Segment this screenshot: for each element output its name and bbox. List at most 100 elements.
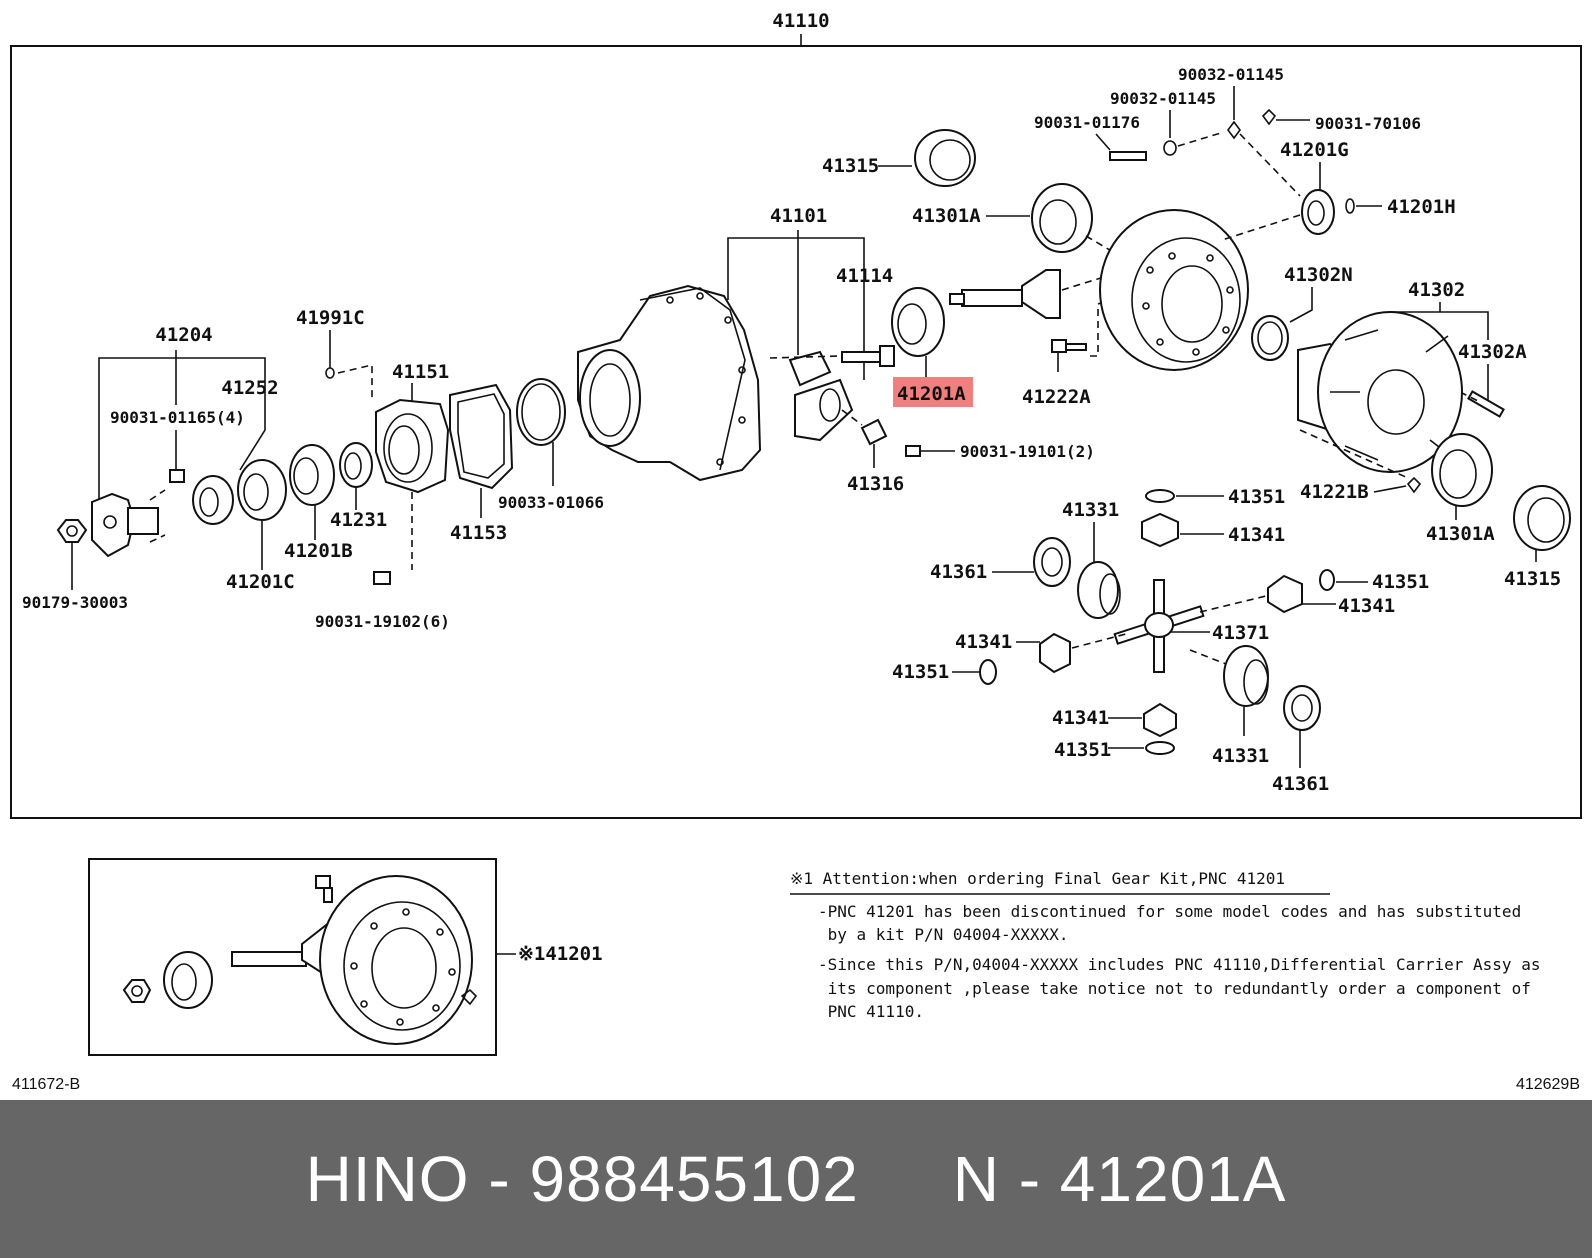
- label-90031-19101[interactable]: 90031-19101(2): [960, 442, 1095, 461]
- main-frame: [10, 45, 1582, 819]
- label-90032-01145-top[interactable]: 90032-01145: [1178, 65, 1284, 84]
- bearing-cage-41151: [375, 398, 450, 494]
- o-ring-90033-01066: [516, 378, 566, 446]
- washer-90032-01145-top: [1227, 120, 1241, 140]
- label-41316[interactable]: 41316: [847, 473, 904, 495]
- gasket-41153: [449, 383, 514, 490]
- kit-label[interactable]: ※141201: [518, 943, 603, 965]
- label-41351-a[interactable]: 41351: [1228, 486, 1285, 508]
- label-41201h[interactable]: 41201H: [1387, 196, 1456, 218]
- label-41341-a[interactable]: 41341: [1228, 524, 1285, 546]
- label-41204[interactable]: 41204: [155, 324, 212, 346]
- label-41361-b[interactable]: 41361: [1272, 773, 1329, 795]
- footer-gap: [859, 1142, 953, 1216]
- label-41201b[interactable]: 41201B: [284, 540, 353, 562]
- frame-label: 41110: [772, 10, 829, 32]
- spacer-41201h: [1345, 198, 1355, 214]
- oil-seal-41252: [192, 475, 234, 525]
- drive-pinion: [949, 269, 1061, 319]
- label-41302[interactable]: 41302: [1408, 279, 1465, 301]
- label-90031-19102[interactable]: 90031-19102(6): [315, 612, 450, 631]
- kit-ring-gear: [319, 875, 473, 1045]
- washer-90032-01145: [1163, 140, 1177, 156]
- thrust-washer-41361-a: [1033, 537, 1071, 587]
- pinion-41341-b: [1267, 574, 1303, 614]
- bearing-41201b: [289, 444, 335, 506]
- bearing-41201c: [237, 459, 287, 521]
- label-90031-70106[interactable]: 90031-70106: [1315, 114, 1421, 133]
- label-41351-b[interactable]: 41351: [1372, 571, 1429, 593]
- pinion-41341-c: [1039, 632, 1071, 674]
- label-41231[interactable]: 41231: [330, 509, 387, 531]
- label-41315-top[interactable]: 41315: [822, 155, 879, 177]
- bearing-41301a-top: [1031, 183, 1093, 253]
- label-41151[interactable]: 41151: [392, 361, 449, 383]
- bolt-41222a: [1051, 339, 1087, 353]
- label-41331-a[interactable]: 41331: [1062, 499, 1119, 521]
- label-41201c[interactable]: 41201C: [226, 571, 295, 593]
- spacer-41231: [339, 442, 373, 488]
- label-41341-c[interactable]: 41341: [955, 631, 1012, 653]
- washer-41351-d: [1145, 741, 1175, 755]
- corner-code-left: 411672-B: [12, 1076, 80, 1093]
- kit-nut: [122, 979, 152, 1003]
- washer-41351-b: [1319, 569, 1335, 591]
- bearing-41201a: [891, 287, 945, 357]
- label-41221b[interactable]: 41221B: [1300, 481, 1369, 503]
- label-41302a[interactable]: 41302A: [1458, 341, 1527, 363]
- label-41301a-top[interactable]: 41301A: [912, 205, 981, 227]
- label-41991c[interactable]: 41991C: [296, 307, 365, 329]
- label-41252[interactable]: 41252: [221, 377, 278, 399]
- note-line-5: PNC 41110.: [818, 1002, 924, 1021]
- spider-41371: [1113, 579, 1205, 673]
- washer-41302n: [1251, 315, 1289, 361]
- pinion-41341-d: [1143, 702, 1177, 738]
- label-90179-30003[interactable]: 90179-30003: [22, 593, 128, 612]
- label-41101[interactable]: 41101: [770, 205, 827, 227]
- label-41371[interactable]: 41371: [1212, 622, 1269, 644]
- side-gear-41331-a: [1077, 561, 1121, 619]
- companion-flange: [91, 492, 159, 558]
- label-90031-01165[interactable]: 90031-01165(4): [110, 408, 245, 427]
- carrier-housing-41101: [577, 284, 854, 482]
- label-90031-01176[interactable]: 90031-01176: [1034, 113, 1140, 132]
- label-90033-01066[interactable]: 90033-01066: [498, 493, 604, 512]
- footer-part-number: 988455102: [529, 1143, 859, 1215]
- ring-gear: [1099, 209, 1249, 371]
- label-41153[interactable]: 41153: [450, 522, 507, 544]
- highlight-41201a: [893, 377, 973, 407]
- bolt-41302a: [1467, 390, 1505, 418]
- bolt-41114: [841, 345, 895, 367]
- diagram-stage: 41110 41204 41252 90031-01165(4) 90179-3…: [10, 10, 1582, 1093]
- nut-90031-70106: [1261, 108, 1277, 126]
- kit-flange: [163, 951, 213, 1009]
- note-line-4: its component ,please take notice not to…: [818, 979, 1531, 998]
- nut-41221b: [1406, 476, 1422, 494]
- kit-small-nut: [460, 988, 478, 1006]
- label-41222a[interactable]: 41222A: [1022, 386, 1091, 408]
- label-41351-d[interactable]: 41351: [1054, 739, 1111, 761]
- adjusting-nut-41315-top: [914, 129, 976, 187]
- kit-bolt: [315, 875, 333, 903]
- label-41302n[interactable]: 41302N: [1284, 264, 1353, 286]
- label-41114[interactable]: 41114: [836, 265, 893, 287]
- label-41361-a[interactable]: 41361: [930, 561, 987, 583]
- footer-banner: HINO - 988455102 N - 41201A: [0, 1100, 1592, 1258]
- label-90032-01145[interactable]: 90032-01145: [1110, 89, 1216, 108]
- thrust-washer-41361-b: [1283, 685, 1321, 731]
- note-line-3: -Since this P/N,04004-XXXXX includes PNC…: [818, 955, 1540, 974]
- note-line-2: by a kit P/N 04004-XXXXX.: [818, 925, 1068, 944]
- label-41341-b[interactable]: 41341: [1338, 595, 1395, 617]
- note-line-1: -PNC 41201 has been discontinued for som…: [818, 902, 1521, 921]
- label-41351-c[interactable]: 41351: [892, 661, 949, 683]
- label-41331-b[interactable]: 41331: [1212, 745, 1269, 767]
- label-41201a[interactable]: 41201A: [897, 383, 966, 405]
- label-41315-bottom[interactable]: 41315: [1504, 568, 1561, 590]
- bolt-90031-01165: [169, 469, 185, 483]
- label-41201g[interactable]: 41201G: [1280, 139, 1349, 161]
- bolt-90031-19102: [373, 571, 391, 585]
- label-41341-d[interactable]: 41341: [1052, 707, 1109, 729]
- label-41301a-bottom[interactable]: 41301A: [1426, 523, 1495, 545]
- footer-separator-2: -: [999, 1143, 1060, 1215]
- footer-brand: HINO: [305, 1143, 470, 1215]
